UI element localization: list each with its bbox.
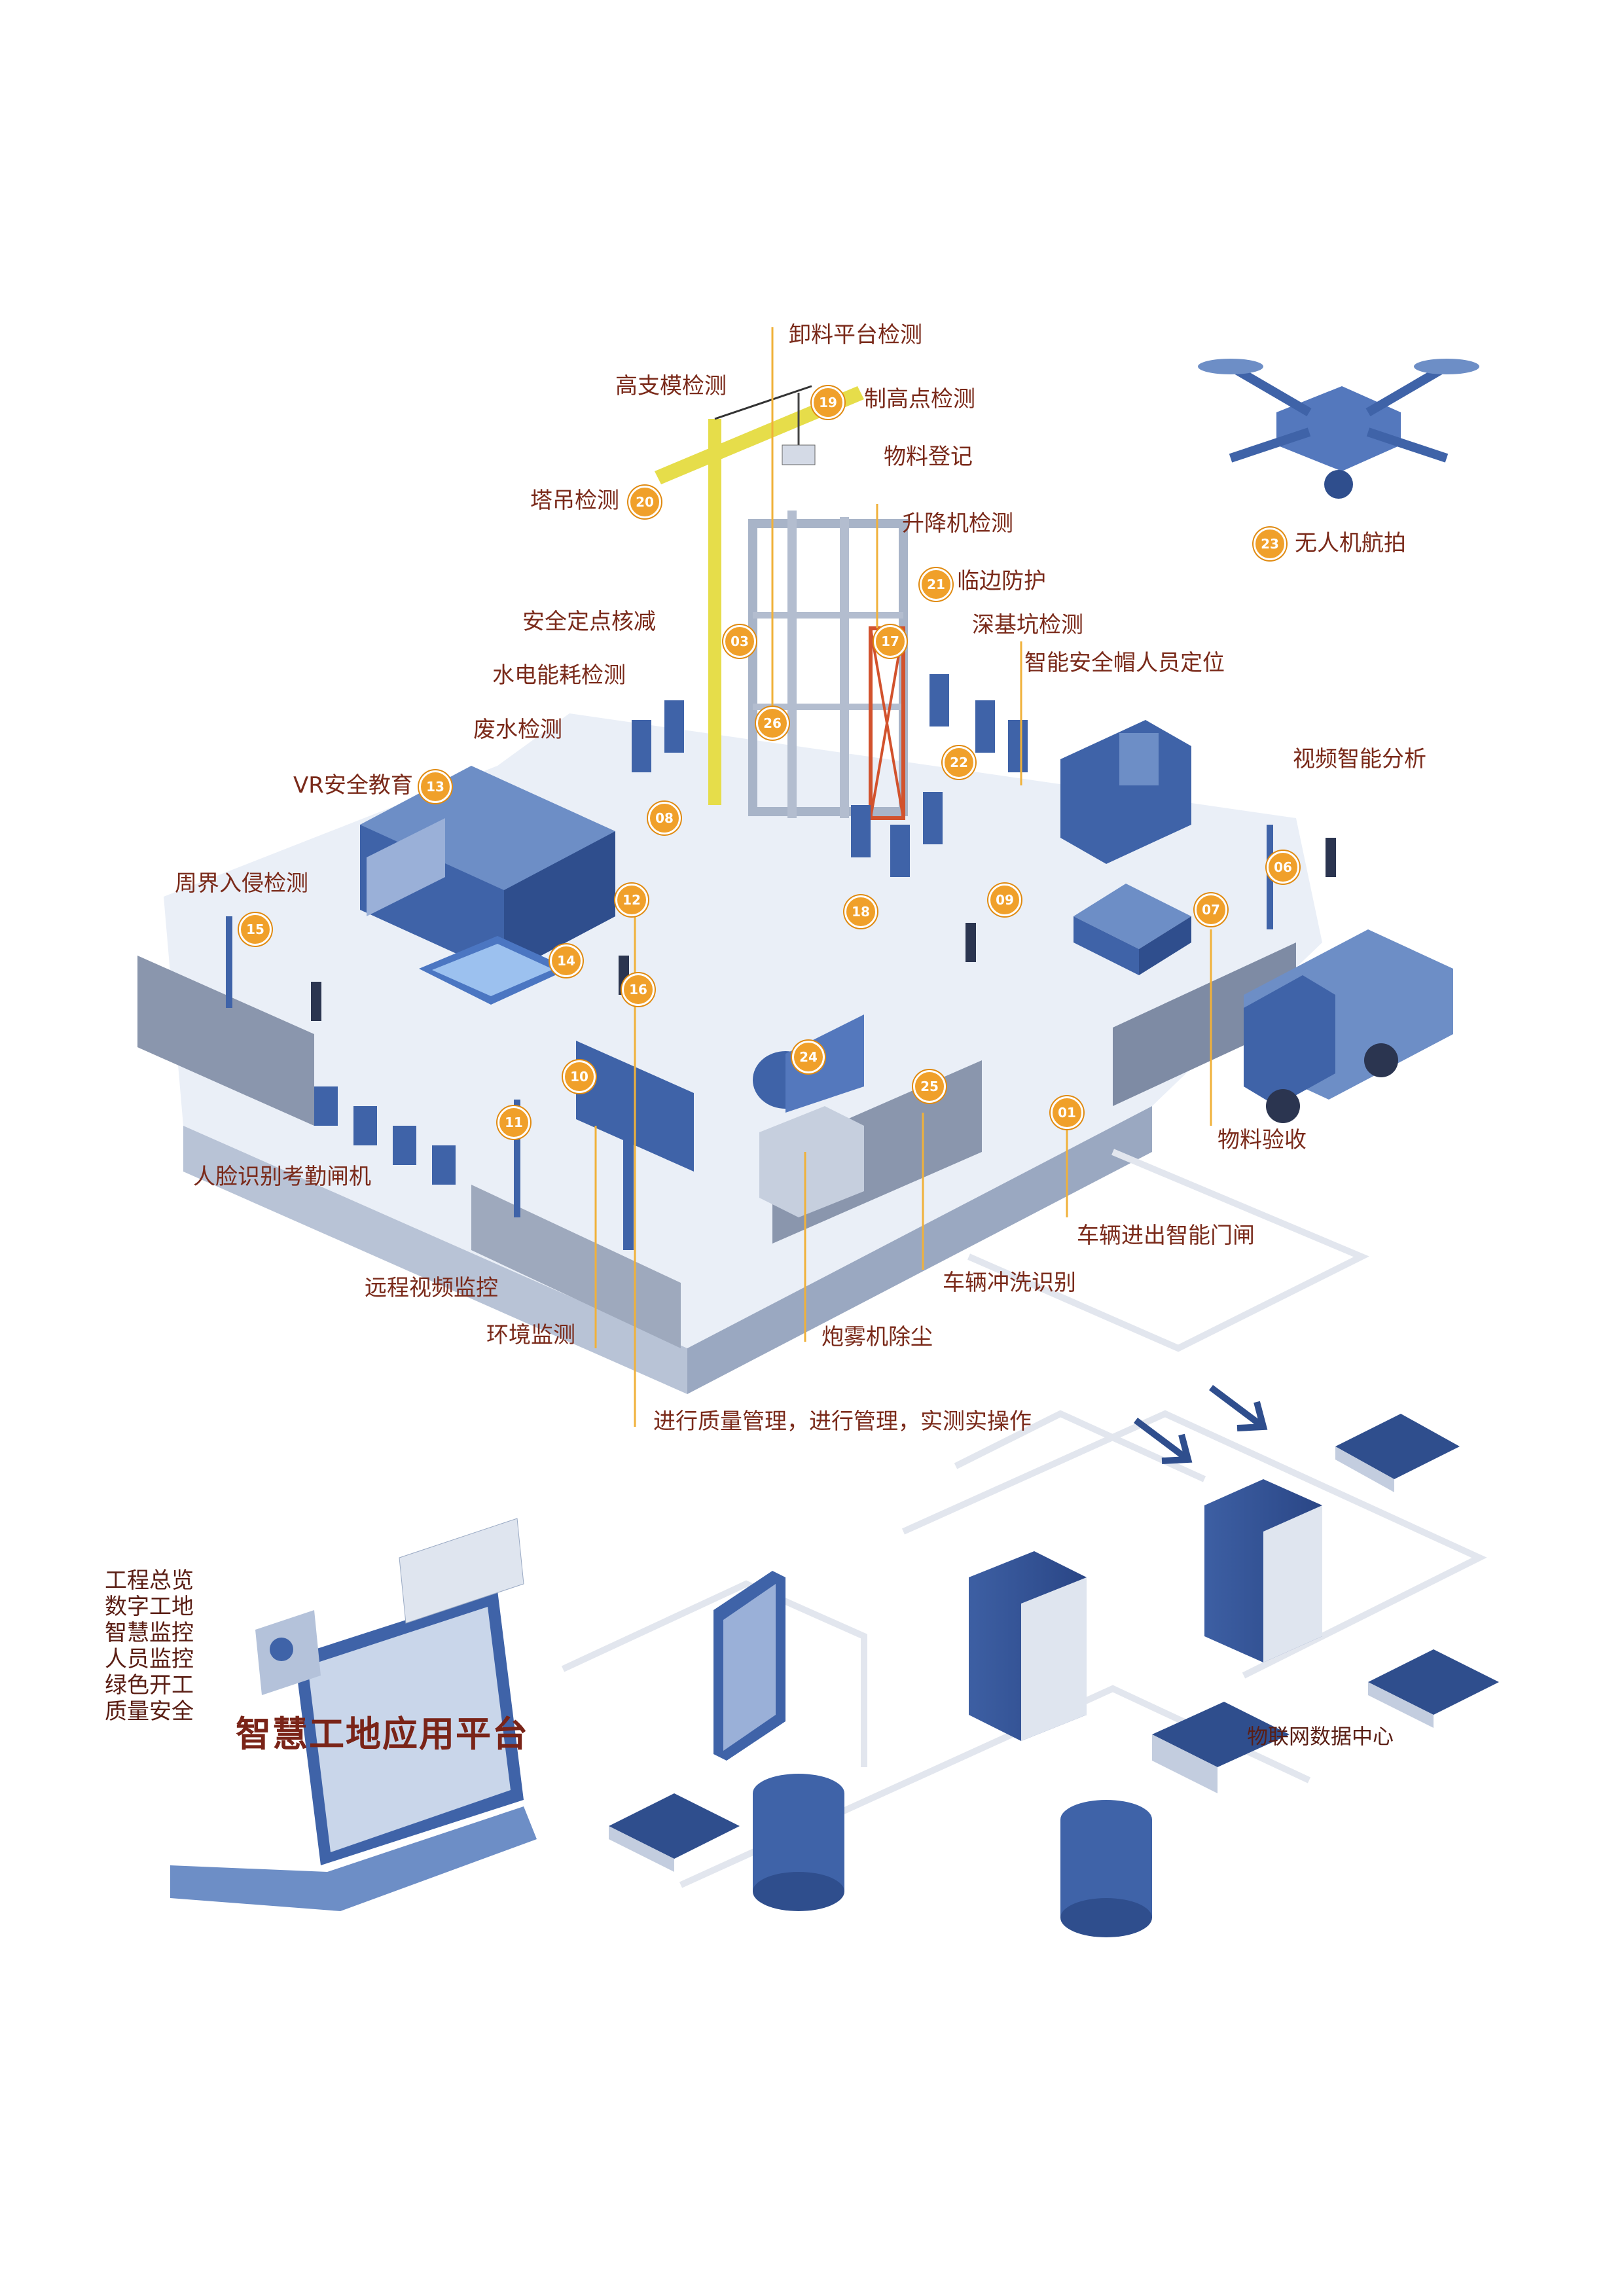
tower-crane bbox=[655, 385, 864, 805]
label-wastewater: 废水检测 bbox=[473, 717, 562, 743]
badge-22: 22 bbox=[943, 746, 975, 779]
platform-title: 智慧工地应用平台 bbox=[236, 1713, 529, 1755]
badge-16: 16 bbox=[622, 973, 655, 1006]
badge-24: 24 bbox=[792, 1041, 825, 1073]
menu-item: 人员监控 bbox=[105, 1646, 194, 1672]
label-fog-cannon: 炮雾机除尘 bbox=[821, 1324, 933, 1350]
badge-03: 03 bbox=[723, 625, 756, 658]
label-high-formwork: 高支模检测 bbox=[615, 373, 727, 399]
database-1 bbox=[753, 1774, 844, 1911]
label-remote-video: 远程视频监控 bbox=[365, 1275, 498, 1301]
label-perimeter: 周界入侵检测 bbox=[175, 870, 308, 897]
drone bbox=[1198, 359, 1479, 499]
barriers bbox=[632, 674, 1028, 877]
data-center-title: 物联网数据中心 bbox=[1247, 1724, 1394, 1749]
badge-07: 07 bbox=[1195, 893, 1227, 926]
chip-device-2 bbox=[1368, 1649, 1499, 1728]
server-tower-2 bbox=[1204, 1479, 1322, 1662]
badge-21: 21 bbox=[920, 568, 952, 601]
label-edge-protection: 临边防护 bbox=[957, 568, 1046, 594]
badge-26: 26 bbox=[756, 707, 789, 740]
server-tower-1 bbox=[969, 1551, 1087, 1741]
material-pallet bbox=[1074, 884, 1191, 975]
badge-20: 20 bbox=[628, 486, 661, 518]
label-utility-energy: 水电能耗检测 bbox=[492, 662, 626, 689]
label-video-ai: 视频智能分析 bbox=[1293, 746, 1426, 772]
label-vehicle-gate: 车辆进出智能门闸 bbox=[1077, 1223, 1255, 1249]
fog-cannon bbox=[753, 1014, 864, 1217]
badge-10: 10 bbox=[563, 1060, 596, 1093]
label-vr-education: VR安全教育 bbox=[293, 772, 413, 798]
badge-25: 25 bbox=[913, 1070, 946, 1103]
menu-item: 智慧监控 bbox=[105, 1620, 194, 1646]
badge-14: 14 bbox=[550, 944, 583, 977]
menu-item: 质量安全 bbox=[105, 1698, 194, 1725]
menu-item: 绿色开工 bbox=[105, 1672, 194, 1698]
label-environment: 环境监测 bbox=[486, 1322, 575, 1348]
chip-device-3 bbox=[1152, 1702, 1290, 1793]
badge-15: 15 bbox=[239, 913, 272, 946]
label-deep-pit: 深基坑检测 bbox=[972, 612, 1083, 638]
badge-08: 08 bbox=[648, 802, 681, 834]
label-material-acceptance: 物料验收 bbox=[1218, 1127, 1307, 1153]
pool bbox=[419, 936, 569, 1005]
label-helmet-positioning: 智能安全帽人员定位 bbox=[1024, 650, 1225, 676]
label-drone: 无人机航拍 bbox=[1295, 530, 1406, 556]
badge-01: 01 bbox=[1051, 1096, 1083, 1129]
label-materials-register: 物料登记 bbox=[884, 444, 973, 470]
forklift bbox=[1060, 720, 1191, 864]
arrow-icons bbox=[1134, 1385, 1268, 1464]
face-gates bbox=[314, 1086, 456, 1185]
label-vehicle-wash: 车辆冲洗识别 bbox=[943, 1270, 1076, 1296]
platform-menu: 工程总览 数字工地 智慧监控 人员监控 绿色开工 质量安全 bbox=[105, 1568, 194, 1725]
menu-item: 数字工地 bbox=[105, 1594, 194, 1620]
scaffold-structure bbox=[748, 511, 908, 820]
phone-device bbox=[713, 1571, 785, 1761]
label-safety-point: 安全定点核减 bbox=[522, 609, 656, 635]
badge-17: 17 bbox=[874, 625, 907, 658]
chip-device-4 bbox=[609, 1793, 740, 1872]
label-hoist: 升降机检测 bbox=[902, 511, 1013, 537]
badge-09: 09 bbox=[988, 884, 1021, 916]
warehouse-building bbox=[360, 766, 615, 975]
badge-18: 18 bbox=[844, 895, 877, 928]
badge-11: 11 bbox=[497, 1106, 530, 1139]
chip-device-1 bbox=[1335, 1414, 1460, 1492]
badge-13: 13 bbox=[419, 770, 452, 803]
badge-23: 23 bbox=[1254, 528, 1286, 560]
label-unloading-platform: 卸料平台检测 bbox=[789, 322, 922, 348]
dump-truck bbox=[1244, 929, 1453, 1123]
menu-item: 工程总览 bbox=[105, 1568, 194, 1594]
badge-19: 19 bbox=[812, 386, 844, 419]
label-tower-crane: 塔吊检测 bbox=[530, 488, 619, 514]
badge-12: 12 bbox=[615, 884, 648, 916]
badge-06: 06 bbox=[1267, 851, 1299, 884]
label-face-gate: 人脸识别考勤闸机 bbox=[193, 1164, 371, 1190]
label-high-point: 制高点检测 bbox=[864, 386, 975, 412]
workers bbox=[311, 838, 1336, 1021]
database-2 bbox=[1060, 1800, 1152, 1937]
laptop bbox=[170, 1518, 537, 1911]
label-quality-progress: 进行质量管理，进行管理，实测实操作 bbox=[653, 1408, 1032, 1435]
